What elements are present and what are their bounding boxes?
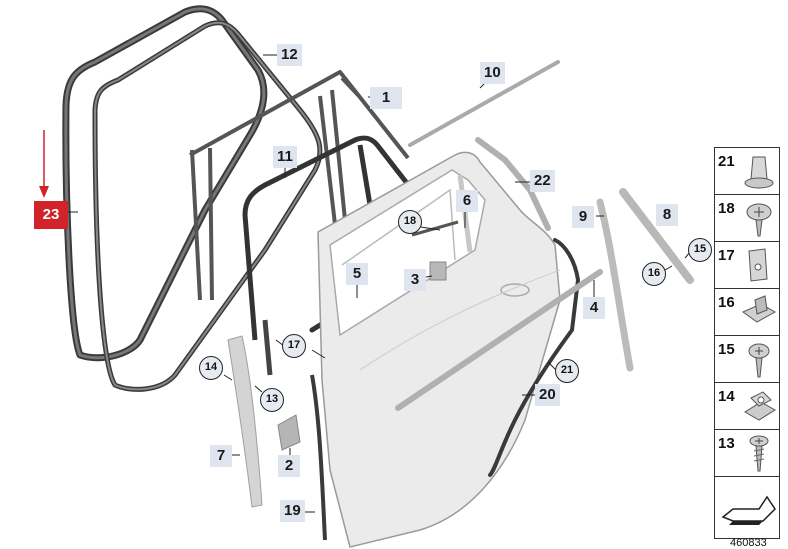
channel-22[interactable]: [475, 137, 551, 231]
clip-6[interactable]: [411, 220, 459, 237]
strip-17[interactable]: [262, 319, 273, 376]
strip-8[interactable]: [619, 188, 694, 284]
circle-callout-13[interactable]: 13: [260, 388, 284, 412]
callout-4[interactable]: 4: [583, 297, 605, 319]
panel-number: 16: [718, 294, 735, 311]
window-seal-12[interactable]: [92, 20, 323, 392]
callout-10[interactable]: 10: [480, 62, 505, 84]
strip-9[interactable]: [596, 198, 634, 372]
panel-number: 18: [718, 200, 735, 217]
circle-callout-21[interactable]: 21: [555, 359, 579, 383]
panel-number: 17: [718, 247, 735, 264]
callout-22[interactable]: 22: [530, 170, 555, 192]
diagram-number: 460833: [730, 537, 767, 549]
callout-23-highlighted[interactable]: 23: [34, 201, 68, 229]
direction-arrow-icon: [721, 495, 776, 525]
arrow-down-icon: [39, 130, 49, 198]
callout-5[interactable]: 5: [346, 263, 368, 285]
screw-icon: [748, 343, 770, 378]
door-seal-20[interactable]: [488, 238, 581, 477]
circle-callout-14[interactable]: 14: [199, 356, 223, 380]
callout-1[interactable]: 1: [370, 87, 402, 109]
callout-11[interactable]: 11: [273, 146, 297, 168]
panel-item-18[interactable]: 18: [715, 195, 779, 242]
circle-callout-16[interactable]: 16: [642, 262, 666, 286]
self-tapping-screw-icon: [749, 435, 769, 472]
callout-3[interactable]: 3: [404, 269, 426, 291]
panel-number: 15: [718, 341, 735, 358]
panel-item-14[interactable]: 14: [715, 383, 779, 430]
panel-item-direction: [715, 477, 779, 538]
panel-item-21[interactable]: 21: [715, 148, 779, 195]
small-parts-panel: 21 18 17 16 15 1: [714, 147, 780, 539]
callout-6[interactable]: 6: [456, 190, 478, 212]
panel-number: 13: [718, 435, 735, 452]
callout-20[interactable]: 20: [535, 384, 560, 406]
speed-nut-icon: [744, 391, 776, 421]
bracket-3[interactable]: [429, 261, 447, 281]
circle-callout-15[interactable]: 15: [688, 238, 712, 262]
callout-2[interactable]: 2: [278, 455, 300, 477]
pillar-cover-7[interactable]: [227, 335, 263, 508]
clip-icon: [748, 248, 768, 282]
panel-number: 21: [718, 153, 735, 170]
panel-item-16[interactable]: 16: [715, 289, 779, 336]
bracket-2[interactable]: [277, 414, 301, 451]
side-moulding[interactable]: [395, 269, 603, 411]
panel-item-17[interactable]: 17: [715, 242, 779, 289]
expanding-nut-icon: [744, 156, 774, 189]
circle-callout-18[interactable]: 18: [398, 210, 422, 234]
rear-door-panel[interactable]: [317, 151, 561, 548]
callout-9[interactable]: 9: [572, 206, 594, 228]
panel-number: 14: [718, 388, 735, 405]
callout-8[interactable]: 8: [656, 204, 678, 226]
panel-item-15[interactable]: 15: [715, 336, 779, 383]
trim-strip-10[interactable]: [408, 60, 560, 147]
callout-7[interactable]: 7: [210, 445, 232, 467]
panel-item-13[interactable]: 13: [715, 430, 779, 477]
bracket-clip-icon: [741, 295, 777, 323]
callout-12[interactable]: 12: [277, 44, 302, 66]
circle-callout-17[interactable]: 17: [282, 334, 306, 358]
seal-19[interactable]: [310, 374, 327, 541]
callout-19[interactable]: 19: [280, 500, 305, 522]
screw-icon: [746, 203, 772, 237]
